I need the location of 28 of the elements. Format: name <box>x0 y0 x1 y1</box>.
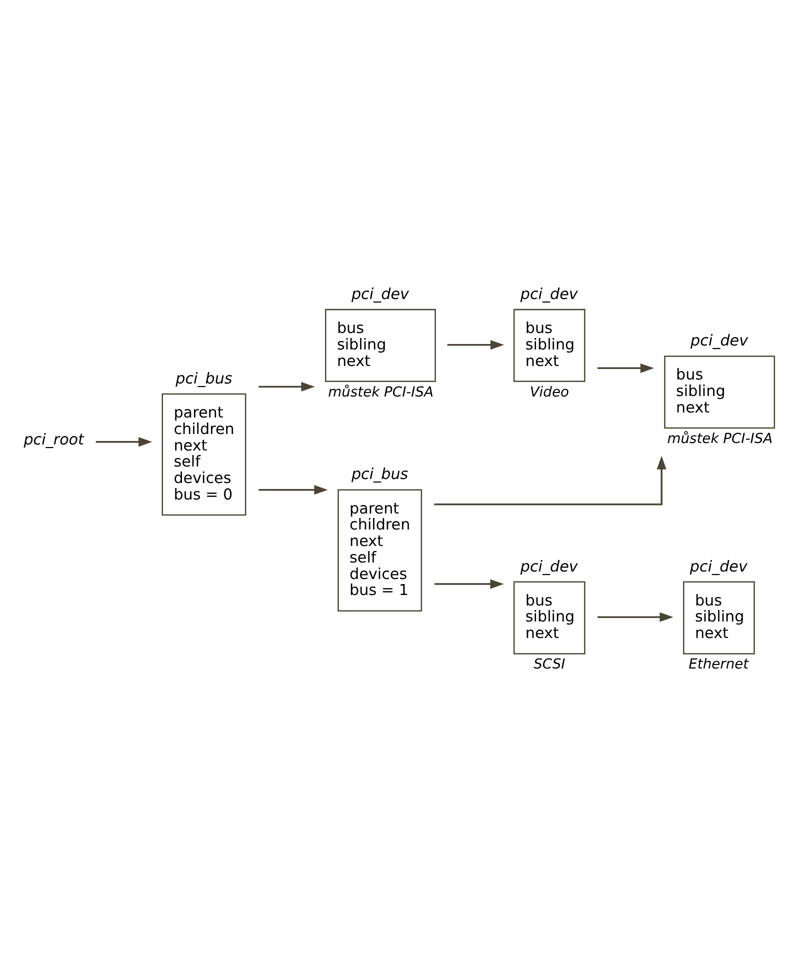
arrow <box>598 612 674 622</box>
arrow <box>447 340 504 350</box>
node-box: bus sibling next <box>325 308 436 382</box>
node-box: parent children next self devices bus = 0 <box>162 393 246 516</box>
node-label: pci_bus <box>176 369 232 388</box>
node-label: pci_dev <box>690 332 748 350</box>
node-label: pci_dev <box>520 557 578 576</box>
node-box: bus sibling next <box>683 581 755 654</box>
arrow <box>258 382 315 392</box>
node-box: bus sibling next <box>664 356 776 429</box>
arrow <box>434 456 666 506</box>
node-label: Video <box>530 384 569 400</box>
arrow <box>434 579 504 589</box>
node-label: pci_bus <box>351 465 408 484</box>
node-box: bus sibling next <box>513 581 586 654</box>
node-label: můstek PCI-ISA <box>328 384 434 400</box>
node-label: pci_dev <box>351 284 409 303</box>
node-label: pci_dev <box>520 284 578 303</box>
node-box: parent children next self devices bus = 1 <box>338 489 422 612</box>
node-box: bus sibling next <box>513 308 586 382</box>
node-label: pci_dev <box>690 557 748 576</box>
arrow <box>96 437 152 447</box>
node-text: pci_root <box>24 430 84 449</box>
arrow <box>598 363 654 373</box>
node-label: můstek PCI-ISA <box>667 430 773 447</box>
node-label: Ethernet <box>688 656 749 673</box>
node-label: SCSI <box>534 656 566 673</box>
arrow <box>258 485 328 495</box>
